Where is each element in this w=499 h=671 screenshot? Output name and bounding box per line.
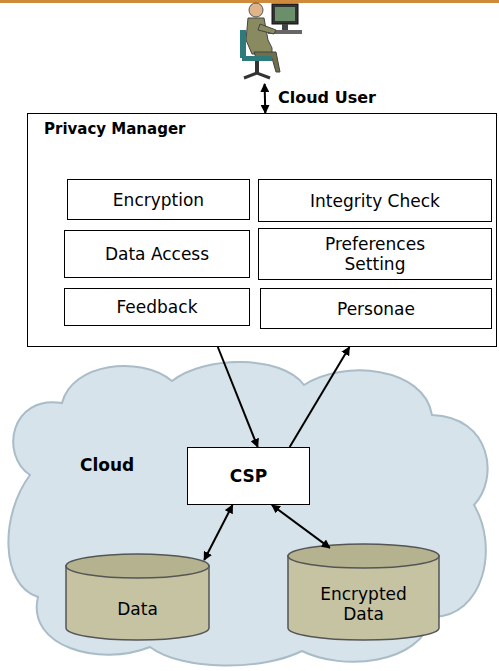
chair-post xyxy=(255,61,259,73)
module-label: Personae xyxy=(333,299,419,319)
top-strip xyxy=(0,0,499,6)
module-box: Integrity Check xyxy=(258,179,492,222)
monitor-screen xyxy=(275,7,295,21)
privacy-manager-panel: Privacy ManagerEncryption Integrity Check… xyxy=(27,113,497,347)
csp-box: CSP xyxy=(187,447,310,505)
chair-seat xyxy=(242,56,272,61)
database-cylinder: Encrypted Data xyxy=(287,543,440,641)
connector-arrow xyxy=(290,347,350,447)
monitor-stand xyxy=(282,24,288,30)
module-box: Feedback xyxy=(64,288,250,326)
cloud-label: Cloud xyxy=(80,455,134,475)
user-label: Cloud User xyxy=(278,88,376,107)
monitor xyxy=(272,4,298,24)
module-label: Data Access xyxy=(101,244,213,264)
cloud-region: CloudCSP Data Encrypted Data xyxy=(0,355,499,671)
cylinder-top xyxy=(288,544,439,568)
connector-arrow xyxy=(272,505,330,548)
head xyxy=(249,3,263,17)
store-label: Encrypted Data xyxy=(304,584,424,624)
chair-base xyxy=(244,73,270,78)
module-label: Encryption xyxy=(109,190,208,210)
cloud-path xyxy=(8,362,487,666)
store-label: Data xyxy=(117,599,158,619)
module-box: Data Access xyxy=(64,230,250,278)
panel-title: Privacy Manager xyxy=(44,120,185,138)
user-node: Cloud User xyxy=(238,0,378,84)
connector-arrow xyxy=(218,347,258,447)
cylinder-top xyxy=(66,554,209,578)
legs xyxy=(254,52,280,72)
module-box: Personae xyxy=(260,288,492,329)
body xyxy=(246,18,272,54)
chair-back xyxy=(240,30,246,58)
module-box: Preferences Setting xyxy=(258,228,492,280)
connector-arrow xyxy=(264,84,267,113)
module-label: Preferences Setting xyxy=(301,234,449,274)
arm xyxy=(258,24,276,34)
user-icon xyxy=(232,0,304,84)
connector-arrow xyxy=(204,505,232,560)
module-box: Encryption xyxy=(67,179,250,220)
csp-label: CSP xyxy=(226,466,272,486)
top-strip-fill xyxy=(0,0,499,3)
module-label: Feedback xyxy=(113,297,202,317)
cylinder-outline xyxy=(65,553,210,641)
database-cylinder: Data xyxy=(65,553,210,641)
module-label: Integrity Check xyxy=(306,191,444,211)
